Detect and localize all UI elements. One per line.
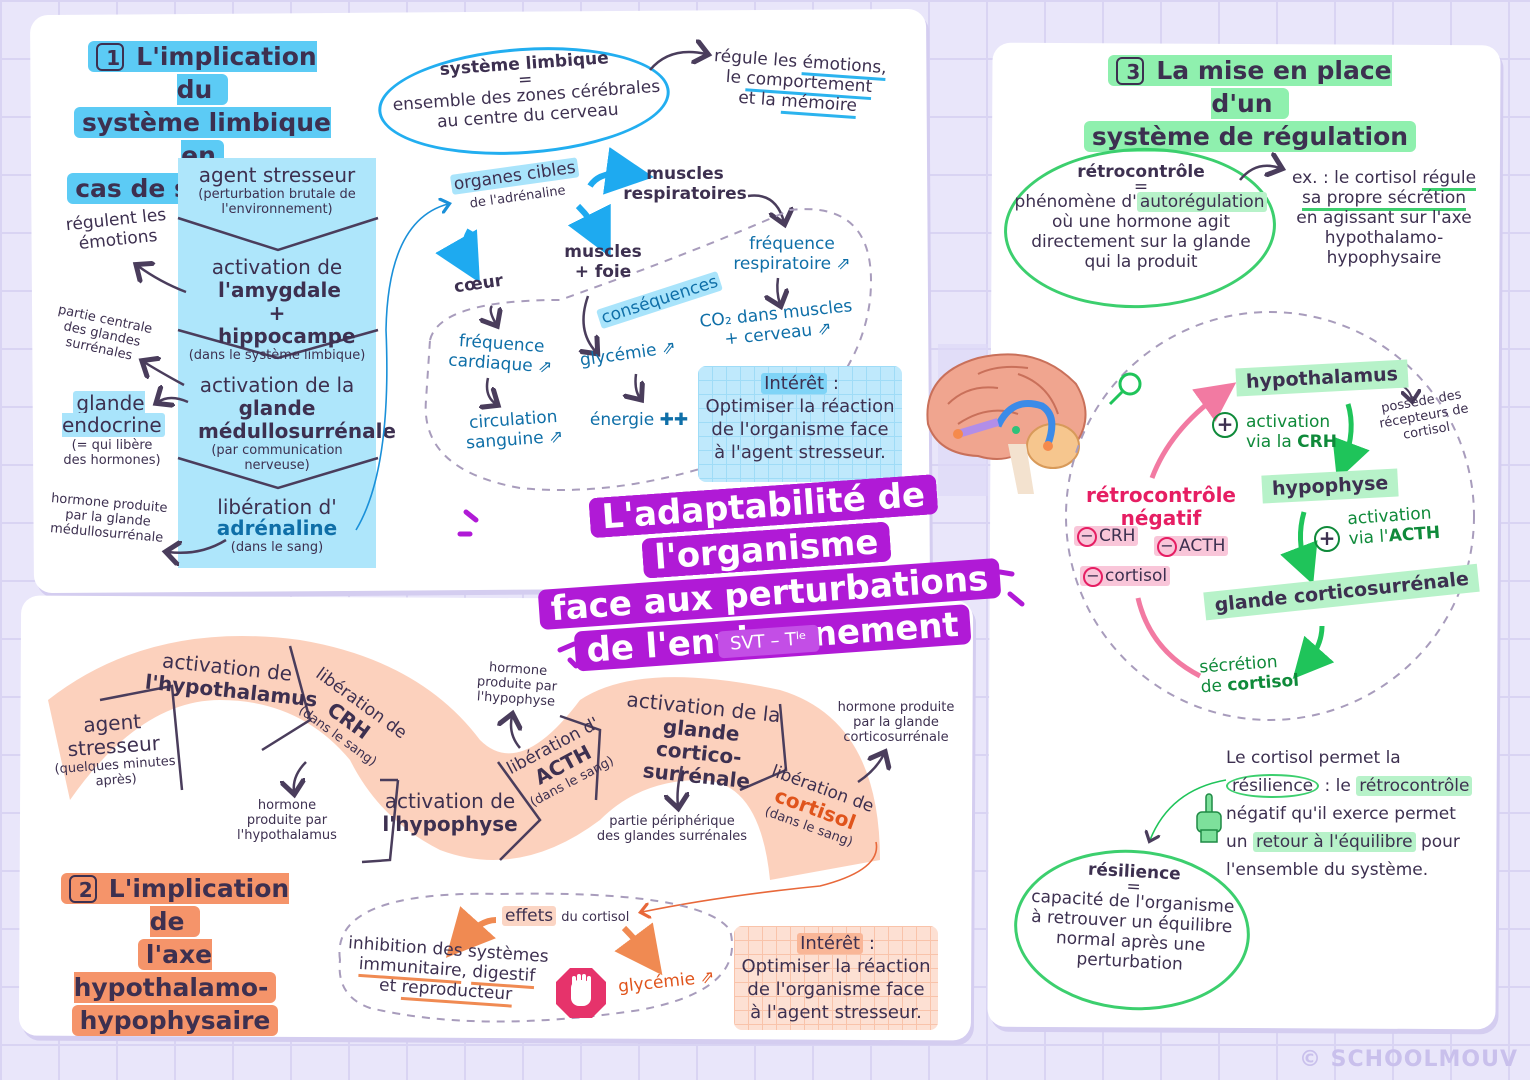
plus-icon: + <box>1314 526 1340 552</box>
minus-crh: −CRH <box>1074 526 1139 547</box>
retro-arrow <box>0 0 1 1</box>
section2-arrows <box>0 0 1 1023</box>
consequence-circulation: circulation sanguine ⇗ <box>465 406 564 454</box>
node-secretion-cortisol: sécrétion de cortisol <box>1198 652 1300 698</box>
interet-box-section1: Intérêt : Optimiser la réaction de l'org… <box>698 366 902 482</box>
annotation-glande-endocrine: glande endocrine <box>62 391 165 437</box>
annotation-hormone-hypophyse: hormone produite par l'hypophyse <box>476 660 558 710</box>
annotation-hormone-hypothalamus: hormone produite par l'hypothalamus <box>237 798 337 843</box>
hpa-axis-ribbon <box>48 636 880 880</box>
section1-arrows <box>0 0 1 1</box>
consequence-freq-respiratoire: fréquence respiratoire ⇗ <box>733 234 851 274</box>
activation-crh: + <box>1212 412 1238 438</box>
minus-cortisol: −cortisol <box>1080 566 1171 587</box>
step-adrenaline: libération d' adrénaline (dans le sang) <box>216 495 338 556</box>
hpa-step-corticosurrenale: activation de la glande cortico-surrénal… <box>625 687 782 794</box>
activation-acth-label: activation via l'ACTH <box>1346 503 1441 550</box>
retrocontrole-def-text: rétrocontrôle = phénomène d'autorégulati… <box>1010 162 1272 272</box>
resilience-def-text: résilience = capacité de l'organisme à r… <box>1030 859 1235 975</box>
plus-icon: + <box>1212 412 1238 438</box>
schoolmouv-watermark: © SCHOOLMOUV <box>1299 1047 1518 1072</box>
activation-crh-label: activation via la CRH <box>1246 412 1337 452</box>
limbic-role: régule les émotions, le comportement et … <box>704 46 894 120</box>
pointing-hand-icon <box>1196 793 1222 843</box>
interet-box-section2: Intérêt : Optimiser la réaction de l'org… <box>734 926 938 1030</box>
consequence-freq-cardiaque: fréquence cardiaque ⇗ <box>447 331 553 378</box>
step-medullosurrenale: activation de la glande médullosurrénale… <box>198 373 396 474</box>
chevron-dividers <box>177 216 379 490</box>
step-agent-stresseur: agent stresseur (perturbation brutale de… <box>198 163 356 218</box>
title-sparks <box>457 509 1025 669</box>
annotation-glande-endocrine-def: (= qui libère des hormones) <box>63 438 161 468</box>
regulation-loop <box>1065 311 1475 721</box>
minus-acth: −ACTH <box>1154 536 1229 557</box>
cortisol-example: ex. : le cortisol régule sa propre sécré… <box>1291 168 1477 268</box>
annotation-hormone-cortico: hormone produite par la glande corticosu… <box>837 700 955 745</box>
hpa-step-hypophyse: activation de l'hypophyse <box>382 789 518 836</box>
stress-column <box>178 158 376 568</box>
target-muscles-respiratoires: muscles respiratoires <box>623 164 747 204</box>
consequence-energie: énergie ✚✚ <box>589 410 689 430</box>
hpa-step-agent-stresseur: agent stresseur (quelques minutes après) <box>54 709 177 790</box>
limbic-arrow <box>0 0 1 1</box>
target-muscles-foie: muscles + foie <box>564 242 642 282</box>
annotation-partie-peripherique: partie périphérique des glandes surrénal… <box>596 814 748 844</box>
target-arrows <box>424 147 872 491</box>
resilience-explanation: Le cortisol permet la résilience : le ré… <box>1226 744 1492 884</box>
section-number: 1 <box>96 43 125 71</box>
resilience-arrow <box>0 0 1 1</box>
negative-feedback-label: rétrocontrôle négatif <box>1085 483 1236 530</box>
activation-acth: + <box>1314 526 1340 552</box>
cortisol-effects-label: effets du cortisol <box>502 906 629 926</box>
brain-illustration <box>926 344 1087 496</box>
stop-hand-icon <box>556 968 606 1018</box>
step-amygdale: activation de l'amygdale + hippocampe (d… <box>188 255 366 364</box>
